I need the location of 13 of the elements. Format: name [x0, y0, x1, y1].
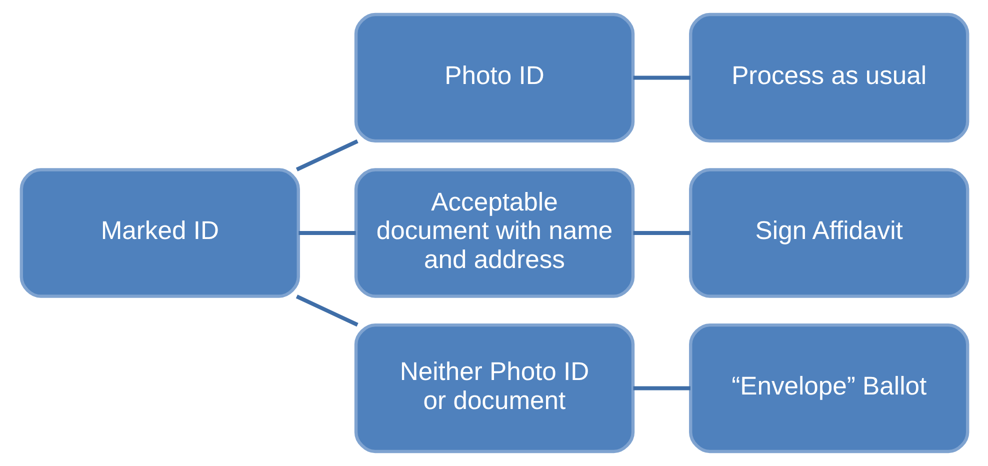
connector: [632, 231, 690, 235]
node-box: Photo ID: [354, 12, 634, 143]
connector: [295, 139, 358, 172]
node-box: “Envelope” Ballot: [688, 323, 969, 454]
node-box: Acceptable document with name and address: [354, 168, 634, 298]
connector: [298, 231, 356, 235]
node-box: Process as usual: [688, 12, 969, 143]
connector: [632, 386, 690, 390]
connector: [632, 76, 690, 80]
node-box: Sign Affidavit: [688, 168, 969, 298]
connector: [295, 294, 358, 327]
node-box: Neither Photo ID or document: [354, 323, 634, 454]
node-box: Marked ID: [19, 168, 300, 298]
